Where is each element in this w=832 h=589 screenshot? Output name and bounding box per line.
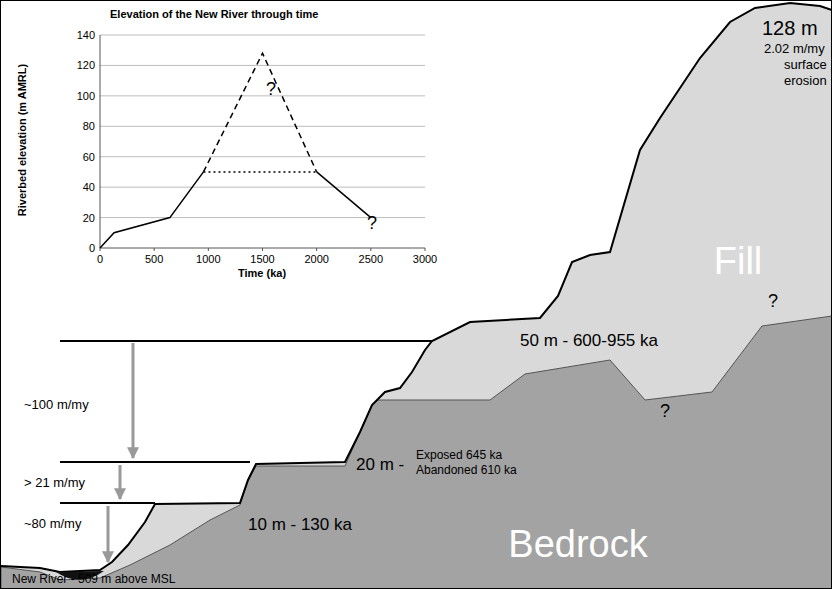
gridline [100, 65, 425, 66]
tick-label: 100 [77, 90, 95, 102]
gridline [100, 187, 425, 188]
rate-label: ~100 m/my [24, 398, 89, 412]
tick-label: 60 [83, 151, 95, 163]
inset-chart [100, 35, 425, 251]
gridline [100, 156, 425, 157]
rate-label: > 21 m/my [24, 476, 85, 490]
question-mark: ? [367, 214, 377, 234]
axis-line [100, 35, 101, 248]
tick-label: 500 [145, 253, 163, 265]
terrace-level [60, 461, 250, 463]
tick-mark [316, 248, 317, 251]
tick-label: 40 [83, 181, 95, 193]
gridline [100, 95, 425, 96]
tick-label: 2500 [359, 253, 383, 265]
question-mark: ? [266, 80, 276, 100]
rate-label: ~80 m/my [24, 517, 81, 531]
unit-name: Fill [714, 241, 763, 283]
chart-title: Elevation of the New River through time [110, 8, 318, 20]
tick-label: 1000 [196, 253, 220, 265]
tick-mark [154, 248, 155, 251]
ground-surface [1, 3, 832, 572]
elevation-label: 128 m [762, 17, 818, 39]
axis-title: Riverbed elevation (m AMRL) [16, 64, 28, 216]
tick-label: 0 [97, 253, 103, 265]
axis-title: Time (ka) [238, 267, 286, 279]
incision-arrow [132, 343, 135, 458]
tick-mark [208, 248, 209, 251]
incision-arrow [119, 465, 122, 499]
terrace-label: 10 m - 130 ka [248, 516, 352, 535]
rate-label: erosion [784, 74, 827, 88]
tick-label: 140 [77, 29, 95, 41]
tick-label: 80 [83, 120, 95, 132]
tick-label: 0 [89, 242, 95, 254]
terrace-level [60, 340, 432, 342]
tick-mark [425, 248, 426, 251]
tick-label: 120 [77, 59, 95, 71]
unit-name: Bedrock [508, 524, 647, 566]
elevation-line [100, 172, 203, 248]
tick-mark [262, 248, 263, 251]
question-mark: ? [660, 402, 670, 422]
rate-label: 2.02 m/my [764, 42, 825, 56]
tick-label: 1500 [250, 253, 274, 265]
rate-label: surface [784, 58, 827, 72]
tick-label: 2000 [304, 253, 328, 265]
question-mark: ? [768, 292, 778, 312]
terrace-age: Abandoned 610 ka [416, 464, 517, 477]
tick-mark [100, 248, 101, 251]
tick-label: 20 [83, 212, 95, 224]
gridline [100, 35, 425, 36]
gridline [100, 126, 425, 127]
elevation-line [203, 53, 316, 172]
tick-label: 3000 [413, 253, 437, 265]
incision-arrow [107, 506, 110, 562]
terrace-label: 50 m - 600-955 ka [520, 332, 658, 351]
terrace-age: Exposed 645 ka [416, 449, 502, 462]
river-label: New River - 509 m above MSL [12, 573, 175, 586]
elevation-line [203, 171, 316, 173]
fill-deposit [1, 3, 832, 589]
terrace-level [60, 502, 155, 504]
elevation-line [317, 172, 371, 218]
terrace-label: 20 m - [356, 456, 404, 475]
tick-mark [370, 248, 371, 251]
